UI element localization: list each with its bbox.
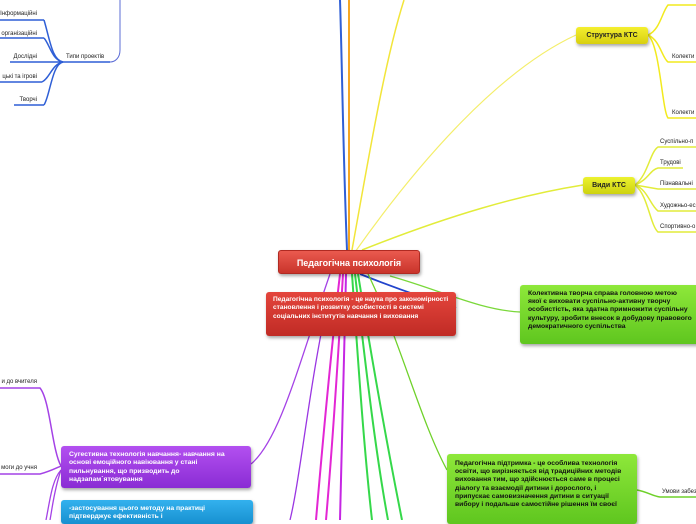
leaf-research[interactable]: Дослідні (13, 54, 37, 60)
connector-ktc-structure (354, 34, 577, 253)
leaf-creative[interactable]: Творчі (19, 97, 37, 103)
connector-top-left (109, 0, 121, 63)
project-types-label[interactable]: Типи проектів (66, 54, 105, 60)
ktc-type-labor[interactable]: Трудові (660, 160, 681, 166)
definition-node[interactable]: Педагогічна психологія - це наука про за… (266, 292, 456, 336)
ktc-structure-node[interactable]: Структура КТС (576, 27, 648, 44)
suggest-leaf-student[interactable]: моги до учня (1, 465, 37, 471)
ktc-structure-leaf-3[interactable]: Колекти (672, 110, 695, 116)
leaf-game[interactable]: цькі та ігрові (2, 74, 37, 80)
ktc-structure-leaf-2[interactable]: Колекти (672, 54, 695, 60)
ktc-type-social[interactable]: Суспільно-п (660, 139, 694, 145)
suggest-leaf-teacher[interactable]: и до вчителя (1, 379, 38, 385)
leaf-organizational[interactable]: організаційні (1, 31, 37, 37)
central-topic[interactable]: Педагогічна психологія (278, 250, 420, 274)
application-node[interactable]: -застосування цього методу на практиці п… (61, 500, 253, 524)
support-leaf-conditions[interactable]: Умови забез (662, 489, 696, 495)
leaf-informational[interactable]: Інформаційні (0, 11, 37, 17)
ktc-types-node[interactable]: Види КТС (583, 177, 635, 194)
connector-yellow-top (351, 0, 405, 251)
pedagogical-support-node[interactable]: Педагогічна підтримка - це особлива техн… (447, 454, 637, 524)
ktc-definition-node[interactable]: Колективна творча справа головною метою … (520, 285, 696, 344)
connector-ktc-types (361, 184, 584, 251)
ktc-type-cognitive[interactable]: Пізнавальні (660, 181, 693, 187)
ktc-type-artistic[interactable]: Художньо-ес (660, 203, 696, 209)
connector-ktc-def (389, 275, 521, 313)
suggestive-technology-node[interactable]: Сугестивна технологія навчання- навчання… (61, 446, 251, 488)
connector-blue-top (339, 0, 348, 251)
ktc-type-sport[interactable]: Спортивно-о (660, 224, 696, 230)
